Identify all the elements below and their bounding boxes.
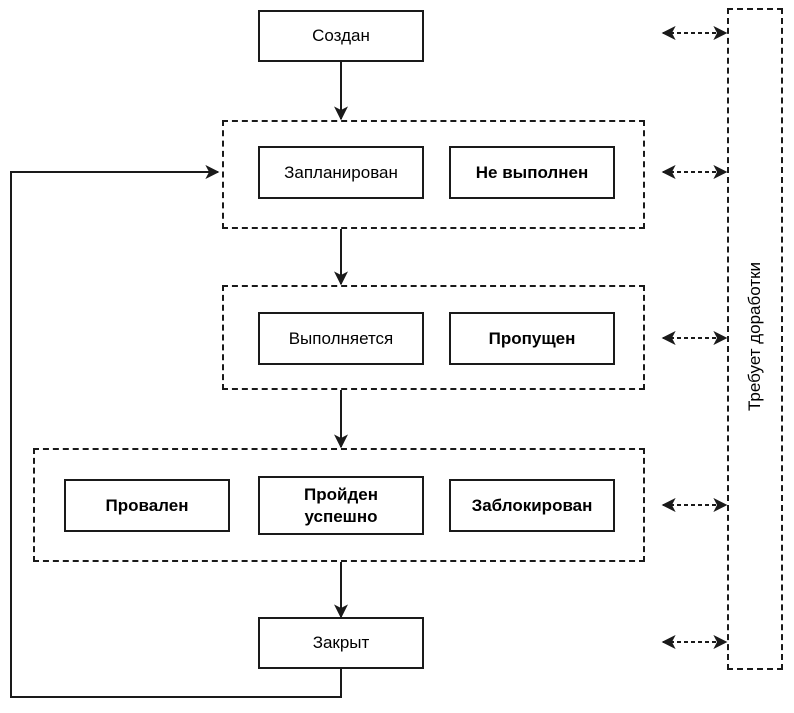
state-box-running[interactable]: Выполняется [258,312,424,365]
state-label-closed: Закрыт [312,633,370,652]
state-label-created: Создан [312,26,370,45]
state-label-planned: Запланирован [284,162,398,182]
state-label-passed: Пройден успешно [304,484,378,526]
state-label-blocked: Заблокирован [471,495,593,515]
state-box-failed[interactable]: Провален [64,479,230,532]
state-box-skipped[interactable]: Пропущен [449,312,615,365]
state-box-blocked[interactable]: Заблокирован [449,479,615,532]
state-label-skipped: Пропущен [488,328,576,348]
state-box-planned[interactable]: Запланирован [258,146,424,199]
state-label-not-run: Не выполнен [475,162,589,182]
rework-panel[interactable] [727,8,783,670]
state-label-failed: Провален [105,495,189,515]
state-label-running: Выполняется [288,328,394,348]
state-box-passed[interactable]: Пройден успешно [258,476,424,535]
rework-panel-label: Требует доработки [745,261,764,411]
state-box-not-run[interactable]: Не выполнен [449,146,615,199]
state-box-closed[interactable]: Закрыт [258,617,424,669]
state-box-created[interactable]: Создан [258,10,424,62]
